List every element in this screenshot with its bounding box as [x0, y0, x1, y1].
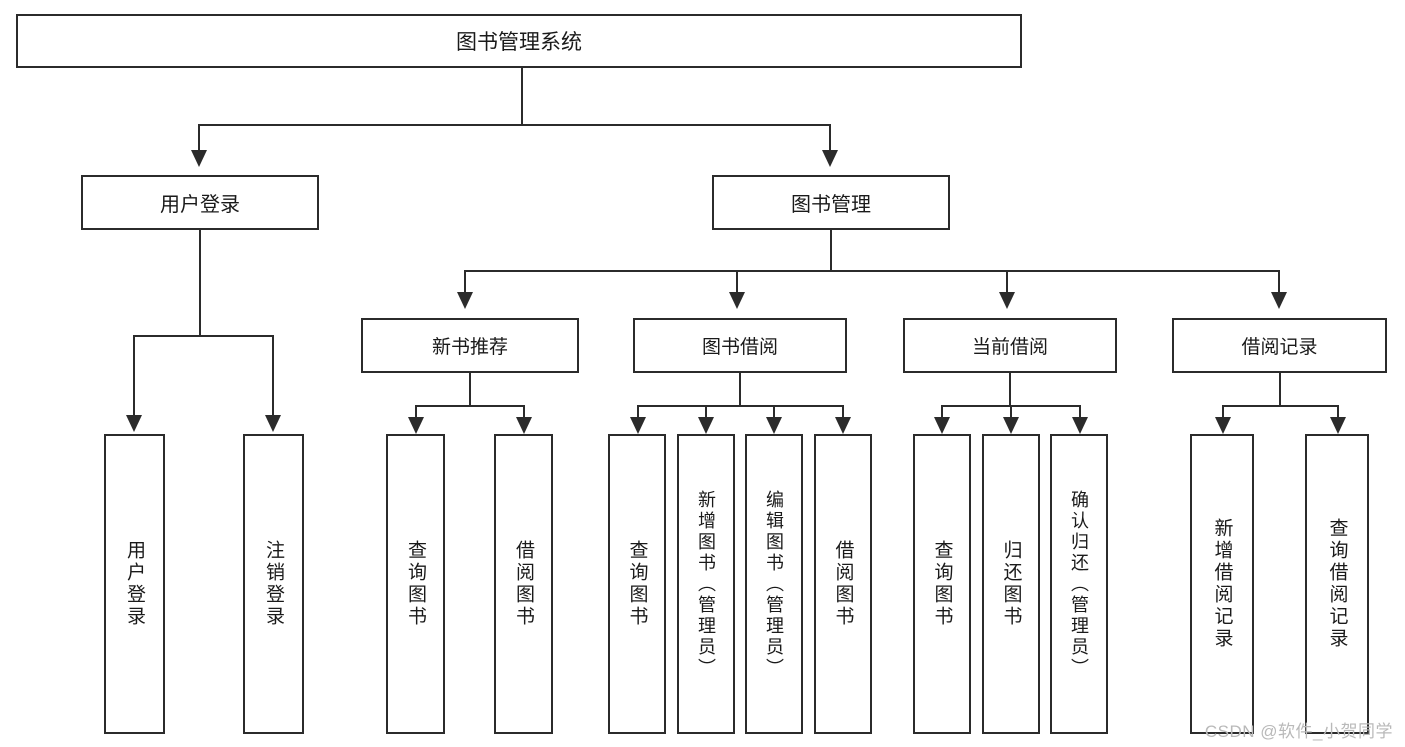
connector-bb-to-leaf-3: [773, 405, 775, 419]
connector-user-login-stem: [199, 230, 201, 336]
arrowhead-br-leaf-1: [1215, 417, 1231, 434]
leaf-book-borrow-borrow-book[interactable]: 借阅图书: [814, 434, 872, 734]
connector-user-login-to-leaf-2: [272, 335, 274, 417]
leaf-current-borrow-return-book[interactable]: 归还图书: [982, 434, 1040, 734]
leaf-new-book-query-book[interactable]: 查询图书: [386, 434, 445, 734]
arrowhead-bm-to-current-borrow: [999, 292, 1015, 309]
arrowhead-bb-leaf-4: [835, 417, 851, 434]
leaf-book-borrow-query-book[interactable]: 查询图书: [608, 434, 666, 734]
connector-cb-to-leaf-3: [1079, 405, 1081, 419]
leaf-book-borrow-add-book-admin[interactable]: 新增图书（管理员）: [677, 434, 735, 734]
leaf-current-borrow-confirm-return-admin[interactable]: 确认归还（管理员）: [1050, 434, 1108, 734]
arrowhead-nb-leaf-2: [516, 417, 532, 434]
arrowhead-br-leaf-2: [1330, 417, 1346, 434]
node-book-borrow[interactable]: 图书借阅: [633, 318, 847, 373]
connector-current-borrow-stem: [1009, 373, 1011, 406]
node-label: 当前借阅: [971, 337, 1048, 358]
connector-root-to-user-login: [198, 124, 200, 152]
node-book-management[interactable]: 图书管理: [712, 175, 950, 230]
connector-new-book-stem: [469, 373, 471, 406]
leaf-label: 归还图书: [1000, 540, 1022, 628]
connector-user-login-bar: [133, 335, 273, 337]
leaf-label: 编辑图书（管理员）: [764, 489, 784, 679]
connector-book-borrow-bar: [637, 405, 842, 407]
connector-book-management-stem: [830, 230, 832, 271]
node-label: 用户登录: [160, 194, 240, 216]
node-label: 借阅记录: [1241, 337, 1318, 358]
leaf-book-borrow-edit-book-admin[interactable]: 编辑图书（管理员）: [745, 434, 803, 734]
arrowhead-user-login-leaf-2: [265, 415, 281, 432]
leaf-label: 查询图书: [405, 540, 426, 628]
connector-bm-to-borrow-record: [1278, 270, 1280, 294]
leaf-current-borrow-query-book[interactable]: 查询图书: [913, 434, 971, 734]
node-label: 图书管理系统: [456, 31, 582, 54]
arrowhead-nb-leaf-1: [408, 417, 424, 434]
connector-new-book-bar: [415, 405, 523, 407]
leaf-label: 用户登录: [124, 540, 145, 628]
connector-nb-to-leaf-1: [415, 405, 417, 419]
connector-bb-to-leaf-1: [637, 405, 639, 419]
leaf-borrow-record-add-record[interactable]: 新增借阅记录: [1190, 434, 1254, 734]
arrowhead-bb-leaf-2: [698, 417, 714, 434]
leaf-user-login-logout[interactable]: 注销登录: [243, 434, 304, 734]
connector-bb-to-leaf-4: [842, 405, 844, 419]
connector-bm-to-book-borrow: [736, 270, 738, 294]
connector-root-bar: [198, 124, 830, 126]
csdn-watermark: CSDN @软件_小贺同学: [1204, 722, 1393, 741]
arrowhead-cb-leaf-3: [1072, 417, 1088, 434]
arrowhead-cb-leaf-1: [934, 417, 950, 434]
leaf-label: 查询借阅记录: [1326, 518, 1348, 650]
leaf-new-book-borrow-book[interactable]: 借阅图书: [494, 434, 553, 734]
arrowhead-bb-leaf-3: [766, 417, 782, 434]
connector-bb-to-leaf-2: [705, 405, 707, 419]
leaf-user-login-login[interactable]: 用户登录: [104, 434, 165, 734]
connector-cb-to-leaf-2: [1010, 405, 1012, 419]
arrowhead-bm-to-new-book: [457, 292, 473, 309]
arrowhead-bm-to-borrow-record: [1271, 292, 1287, 309]
connector-cb-to-leaf-1: [941, 405, 943, 419]
arrowhead-root-to-user-login: [191, 150, 207, 167]
arrowhead-bm-to-book-borrow: [729, 292, 745, 309]
connector-root-stem: [521, 68, 523, 124]
arrowhead-bb-leaf-1: [630, 417, 646, 434]
node-borrow-record[interactable]: 借阅记录: [1172, 318, 1387, 373]
leaf-label: 注销登录: [263, 540, 284, 628]
connector-bm-to-current-borrow: [1006, 270, 1008, 294]
node-label: 图书管理: [791, 194, 871, 216]
connector-book-borrow-stem: [739, 373, 741, 406]
leaf-borrow-record-query-record[interactable]: 查询借阅记录: [1305, 434, 1369, 734]
connector-bm-to-new-book: [464, 270, 466, 294]
leaf-label: 新增借阅记录: [1211, 518, 1233, 650]
node-root-book-management-system[interactable]: 图书管理系统: [16, 14, 1022, 68]
arrowhead-root-to-book-management: [822, 150, 838, 167]
node-new-book-recommend[interactable]: 新书推荐: [361, 318, 579, 373]
node-label: 图书借阅: [701, 337, 778, 358]
node-current-borrow[interactable]: 当前借阅: [903, 318, 1117, 373]
arrowhead-user-login-leaf-1: [126, 415, 142, 432]
connector-borrow-record-bar: [1222, 405, 1337, 407]
connector-br-to-leaf-1: [1222, 405, 1224, 419]
leaf-label: 新增图书（管理员）: [696, 489, 716, 679]
arrowhead-cb-leaf-2: [1003, 417, 1019, 434]
connector-borrow-record-stem: [1279, 373, 1281, 406]
connector-book-management-bar: [464, 270, 1280, 272]
connector-user-login-to-leaf-1: [133, 335, 135, 417]
node-user-login[interactable]: 用户登录: [81, 175, 319, 230]
leaf-label: 查询图书: [931, 540, 953, 628]
leaf-label: 确认归还（管理员）: [1069, 489, 1089, 679]
connector-nb-to-leaf-2: [523, 405, 525, 419]
connector-br-to-leaf-2: [1337, 405, 1339, 419]
leaf-label: 借阅图书: [832, 540, 854, 628]
connector-root-to-book-management: [829, 124, 831, 152]
leaf-label: 借阅图书: [513, 540, 534, 628]
leaf-label: 查询图书: [626, 540, 648, 628]
node-label: 新书推荐: [431, 337, 508, 358]
